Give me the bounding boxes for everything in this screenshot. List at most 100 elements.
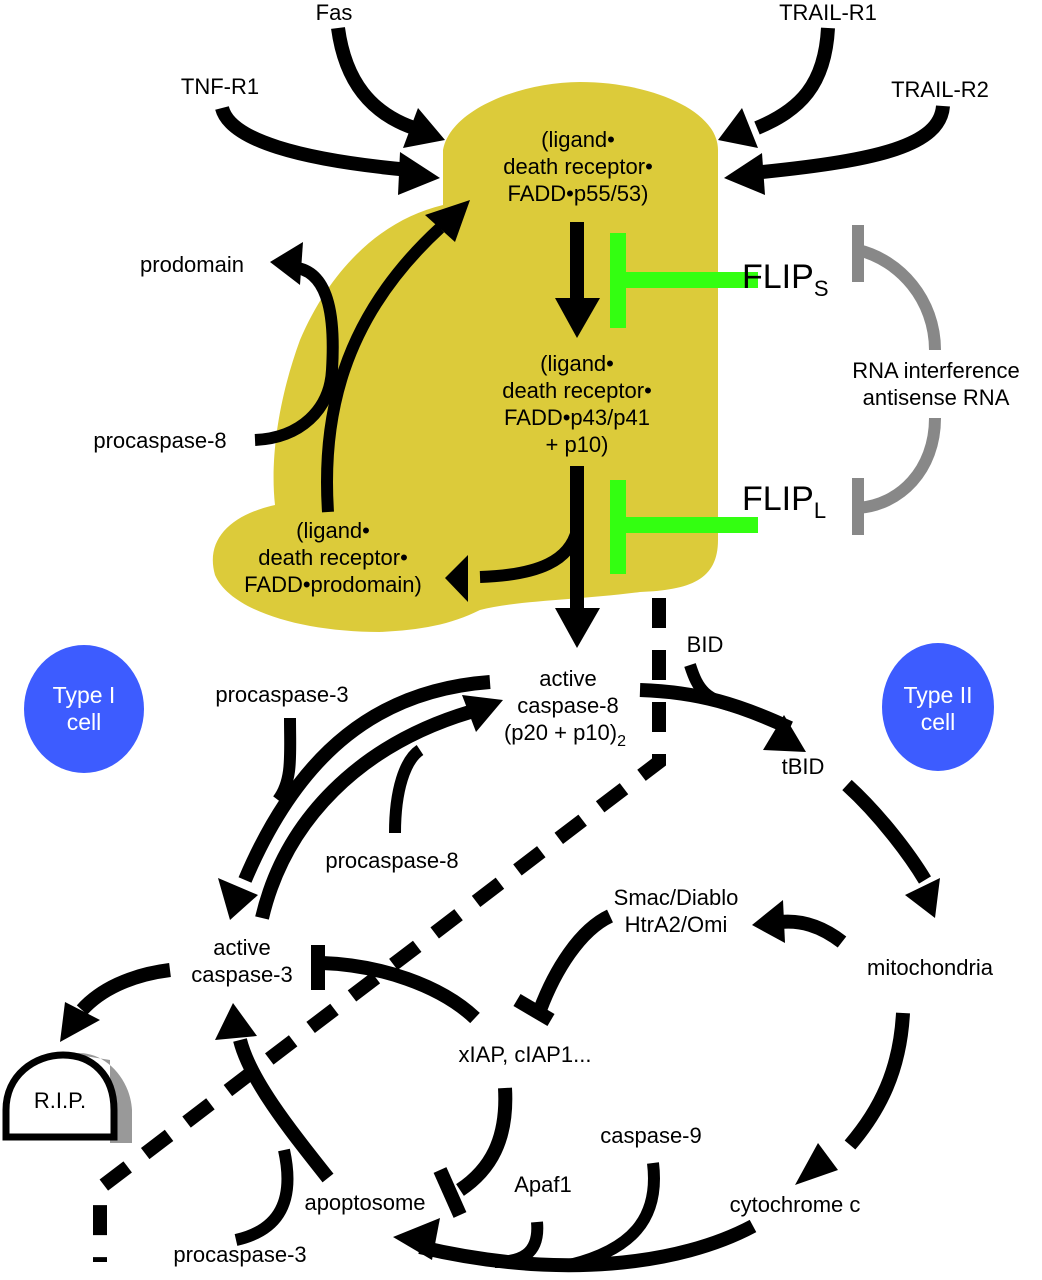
smac-inhibit-bar-iap [513, 993, 555, 1027]
active8-line3: (p20 + p10)2 [504, 720, 626, 750]
complex-p55-label: (ligand• death receptor• FADD•p55/53) [503, 127, 653, 206]
arrowhead-tbid [763, 715, 806, 752]
type2-line2: cell [921, 709, 956, 735]
edge-active8-to-active3 [238, 675, 491, 883]
type1-line1: Type I [53, 682, 116, 708]
flip-s-main: FLIP [742, 258, 814, 296]
arrowhead-active3 [218, 878, 258, 920]
arrowhead-tnf-r1 [398, 152, 440, 195]
edge-active3-to-active8 [255, 705, 473, 920]
flip-s-subscript: S [814, 276, 829, 301]
rnai-inhibition [852, 225, 941, 535]
complex-prodomain-label: (ligand• death receptor• FADD•prodomain) [244, 518, 422, 597]
label-procaspase3-top: procaspase-3 [215, 682, 348, 707]
disc-complex-region [212, 82, 718, 632]
flip-inhibition [610, 233, 758, 574]
label-active3-line1: active [213, 935, 270, 960]
edge-iap-inhibits-active3 [321, 956, 480, 1024]
edge-iap-inhibits-apoptosome [455, 1087, 513, 1196]
arrowhead-cytc [795, 1143, 838, 1185]
edge-fas [331, 27, 423, 137]
prodomain-complex-line1: (ligand• [296, 518, 370, 543]
edge-smac-inhibits-iap [533, 909, 614, 1013]
label-smac-line2: HtrA2/Omi [625, 912, 728, 937]
arrowhead-prodomain-complex [445, 555, 468, 602]
label-caspase9: caspase-9 [600, 1123, 702, 1148]
label-procaspase3-bottom: procaspase-3 [173, 1242, 306, 1267]
edge-apaf1-merge [494, 1221, 544, 1268]
label-trail-r2: TRAIL-R2 [891, 77, 989, 102]
edge-caspase9-merge [568, 1162, 660, 1271]
label-active3-line2: caspase-3 [191, 962, 293, 987]
edge-prodomain-complex-to-p55 [320, 223, 445, 513]
cell-type-divider [93, 598, 666, 1262]
edge-p43-to-prodomain-complex [479, 528, 583, 583]
iap-inhibit-bar-apoptosome [433, 1167, 467, 1218]
edge-procaspase8-mid-merge [389, 745, 424, 834]
flip-l-main: FLIP [742, 480, 814, 518]
edge-trail-r1 [754, 27, 835, 135]
active8-line3-main: (p20 + p10) [504, 720, 617, 745]
dashed-divider-line [93, 598, 666, 1262]
edge-active3-to-rip [76, 963, 171, 1015]
prodomain-complex-line2: death receptor• [258, 545, 408, 570]
arrowhead-mitochondria [905, 878, 940, 918]
rip-label: R.I.P. [34, 1088, 86, 1113]
label-rnai-line1: RNA interference [852, 358, 1020, 383]
p55-line3: FADD•p55/53) [508, 181, 649, 206]
arrowhead-p43-to-active8 [555, 608, 600, 648]
p43-line1: (ligand• [540, 351, 614, 376]
tombstone-body [2, 1051, 118, 1141]
active-caspase8-label: active caspase-8 (p20 + p10)2 [504, 666, 626, 750]
caspase8-bid-edges [639, 663, 940, 918]
caspase-loop-edges [218, 675, 503, 920]
arrowhead-active8 [462, 695, 503, 732]
label-flip-s: FLIPS [742, 258, 829, 301]
arrowhead-prodomain [270, 242, 303, 285]
label-cytochrome-c: cytochrome c [730, 1192, 861, 1217]
complex-blob [212, 82, 718, 632]
label-tbid: tBID [782, 754, 825, 779]
type2-cell-badge: Type II cell [882, 643, 994, 771]
arrowhead-rip [60, 1002, 100, 1042]
label-procaspase8-mid: procaspase-8 [325, 848, 458, 873]
edge-procaspase3-bottom-merge [234, 1148, 294, 1246]
rnai-arc-top [856, 244, 941, 351]
edge-mito-to-cytc [844, 1012, 910, 1150]
label-trail-r1: TRAIL-R1 [779, 0, 877, 25]
type2-cell-circle [882, 643, 994, 771]
edge-procaspase8-top [254, 262, 339, 446]
p43-line3: FADD•p43/p41 [504, 405, 650, 430]
label-rnai-line2: antisense RNA [863, 385, 1010, 410]
p43-line4: + p10) [546, 432, 609, 457]
edge-tbid-to-mitochondria [842, 779, 932, 884]
label-apaf1: Apaf1 [514, 1172, 572, 1197]
arrowhead-active3-from-apoptosome [215, 1003, 257, 1040]
arrowhead-smac [752, 900, 785, 943]
arrowhead-trail-r1 [718, 108, 758, 148]
complex-p43-label: (ligand• death receptor• FADD•p43/p41 + … [502, 351, 652, 457]
label-procaspase8-top: procaspase-8 [93, 428, 226, 453]
rip-tombstone: R.I.P. [2, 1051, 132, 1143]
arrowhead-trail-r2 [724, 153, 765, 195]
arrowhead-p55-to-p43 [555, 298, 600, 338]
arrowhead-apoptosome [393, 1218, 440, 1260]
p55-line2: death receptor• [503, 154, 653, 179]
arrowhead-fas [403, 108, 445, 148]
type2-line1: Type II [903, 682, 972, 708]
lower-pathway-edges [60, 900, 910, 1273]
p43-line2: death receptor• [502, 378, 652, 403]
prodomain-complex-line3: FADD•prodomain) [244, 572, 422, 597]
label-mitochondria: mitochondria [867, 955, 994, 980]
edge-cytc-to-apoptosome [418, 1219, 757, 1273]
edge-bid-merge [684, 663, 742, 714]
label-iap: xIAP, cIAP1... [459, 1042, 592, 1067]
edge-procaspase3-top-merge [273, 717, 297, 804]
edge-trail-r2 [761, 104, 950, 179]
active8-subscript: 2 [617, 733, 626, 750]
label-fas: Fas [316, 0, 353, 25]
label-smac-line1: Smac/Diablo [614, 885, 739, 910]
rnai-arc-bottom [857, 417, 941, 514]
